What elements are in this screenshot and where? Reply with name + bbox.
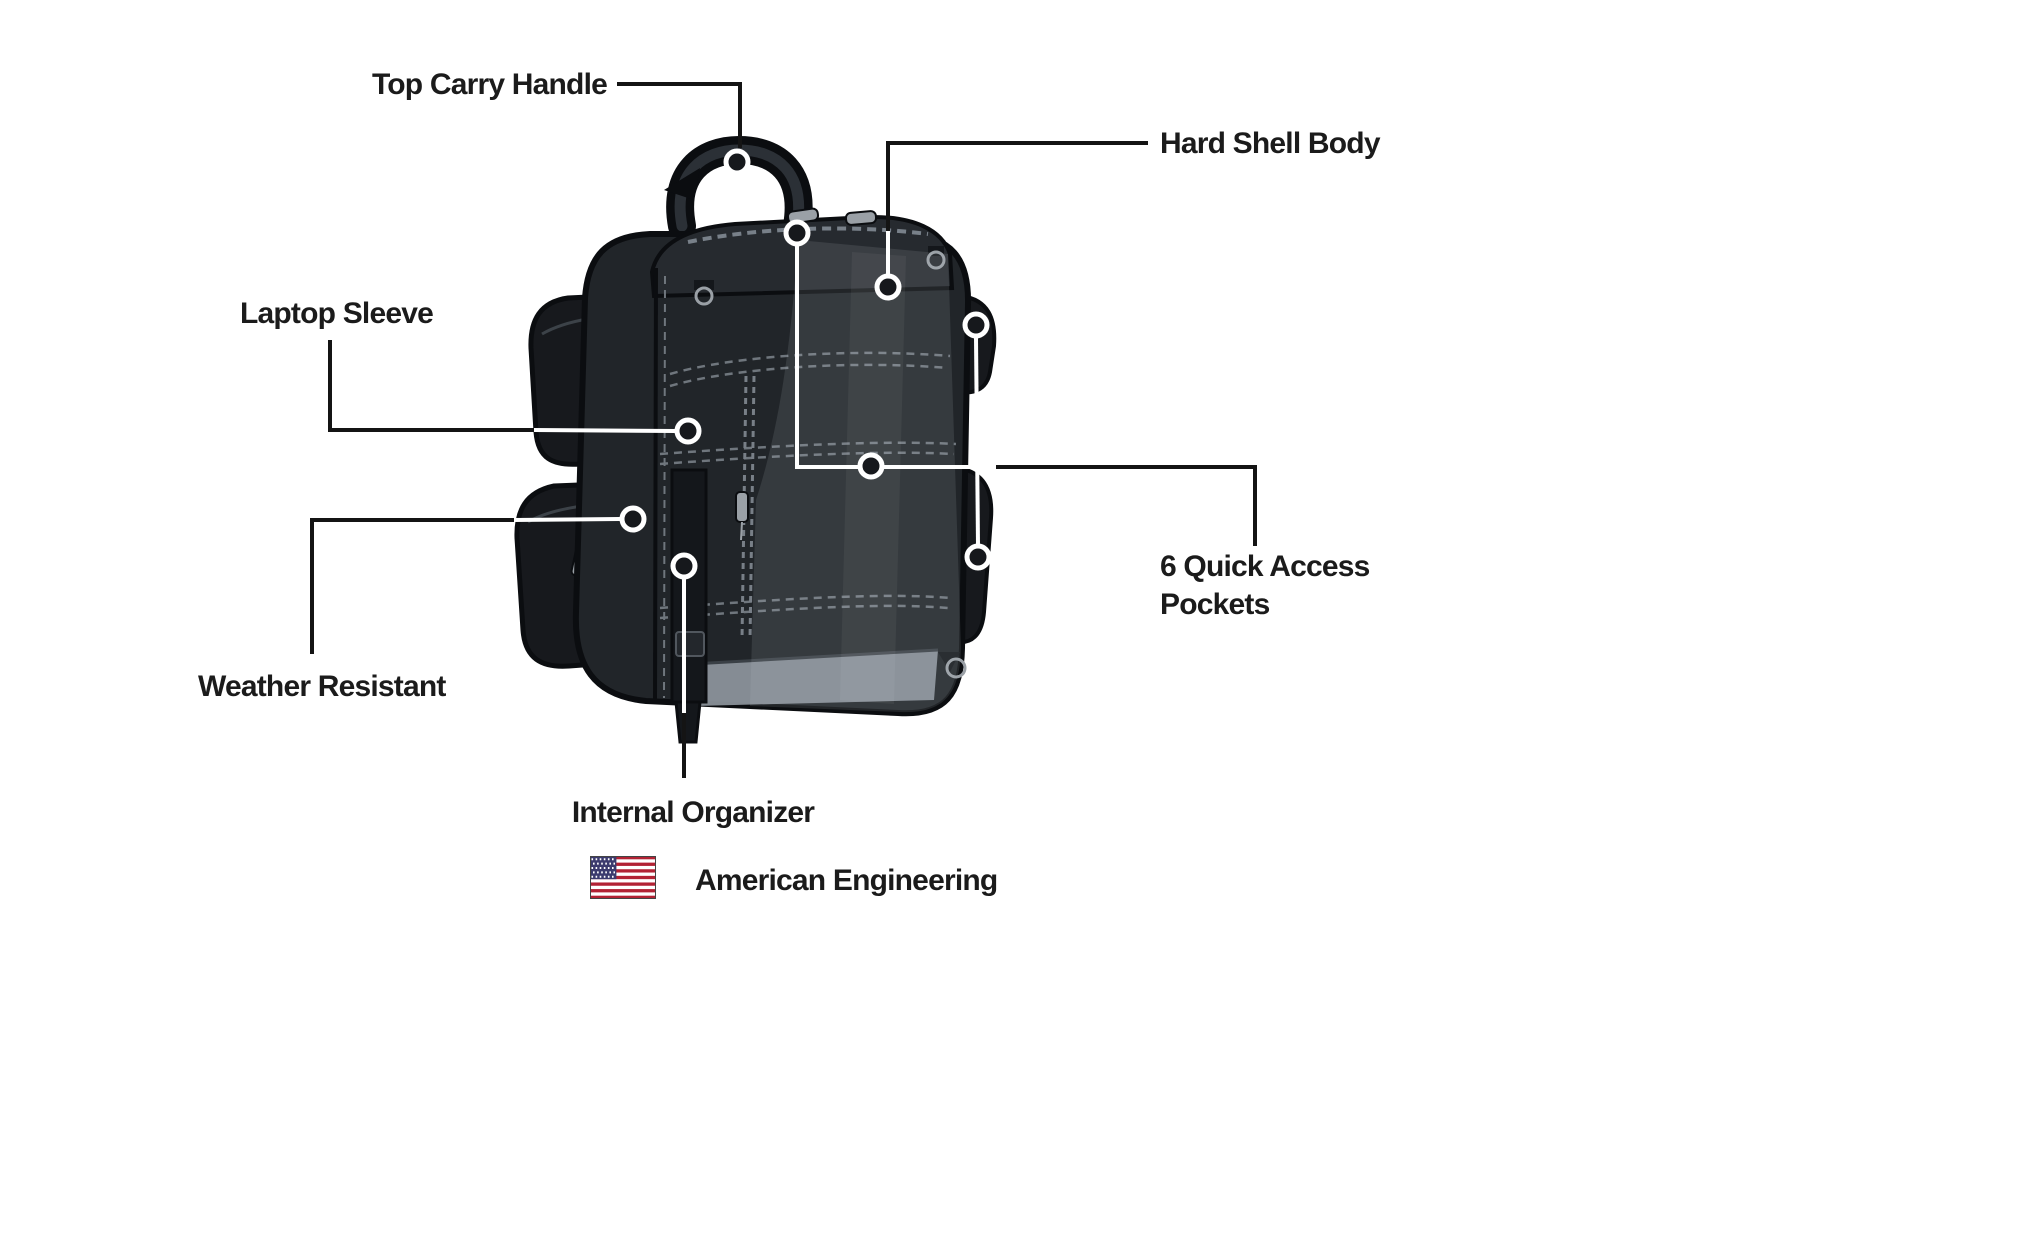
- bottom-trim: [692, 650, 938, 706]
- callout-line-laptop-sleeve: [328, 340, 534, 432]
- label-american-engineering: American Engineering: [695, 864, 998, 897]
- callout-line-hard-shell-body: [886, 141, 1148, 231]
- buckle-icon: [675, 631, 705, 657]
- marker-lid-pocket: [783, 219, 811, 247]
- d-ring-icon: [694, 280, 714, 306]
- gloss-highlight: [750, 240, 961, 713]
- callout-lines: [310, 82, 1257, 778]
- d-ring-icon: [926, 246, 946, 270]
- marker-side-pocket-lower: [964, 543, 992, 571]
- label-quick-access-line2: Pockets: [1160, 588, 1270, 621]
- marker-front-pocket: [857, 452, 885, 480]
- d-ring-icon: [938, 652, 967, 679]
- label-internal-organizer: Internal Organizer: [571, 796, 815, 829]
- marker-top-carry-handle: [723, 148, 751, 176]
- marker-laptop-sleeve: [674, 417, 702, 445]
- callout-line-quick-access: [996, 465, 1257, 546]
- label-top-carry-handle: Top Carry Handle: [371, 68, 608, 101]
- label-quick-access-line1: 6 Quick Access: [1160, 550, 1370, 583]
- zipper-pull-icon: [844, 210, 878, 226]
- marker-weather-resistant: [619, 505, 647, 533]
- label-quick-access-pockets: 6 Quick Access Pockets: [1160, 548, 1370, 624]
- callout-line-top-carry-handle: [617, 82, 742, 148]
- marker-hard-shell-body: [874, 273, 902, 301]
- front-zipper: [735, 375, 756, 641]
- front-strap: [670, 468, 708, 744]
- callout-line-weather-resistant: [310, 518, 514, 654]
- backpack-illustration: [514, 135, 997, 744]
- zipper-pull-icon: [735, 491, 749, 523]
- callout-markers: [619, 148, 992, 580]
- label-weather-resistant: Weather Resistant: [198, 670, 446, 703]
- us-flag-icon: [590, 856, 656, 899]
- label-laptop-sleeve: Laptop Sleeve: [240, 297, 434, 330]
- marker-side-pocket-upper: [962, 311, 990, 339]
- marker-internal-organizer: [670, 552, 698, 580]
- label-hard-shell-body: Hard Shell Body: [1160, 127, 1381, 160]
